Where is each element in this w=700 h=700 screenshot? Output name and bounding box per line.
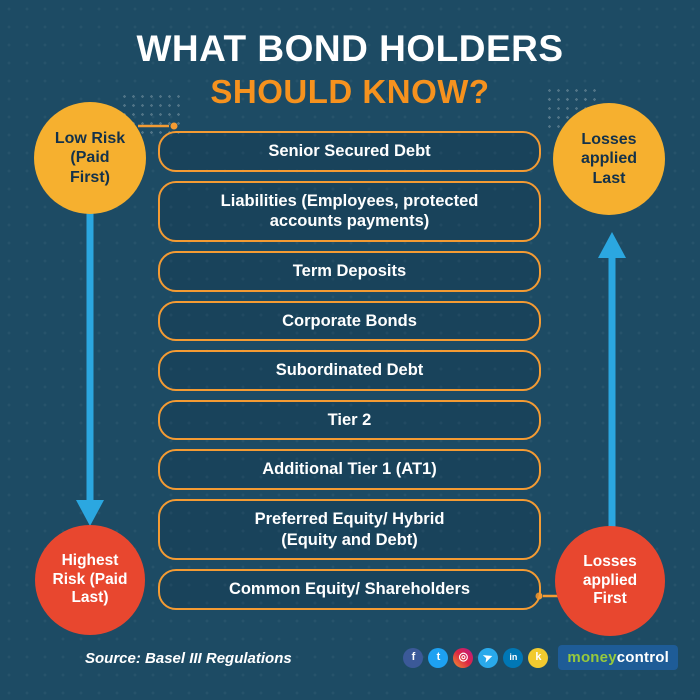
hierarchy-box: Preferred Equity/ Hybrid (Equity and Deb… (158, 499, 541, 561)
hierarchy-box: Common Equity/ Shareholders (158, 569, 541, 610)
telegram-icon[interactable]: ➤ (475, 644, 502, 671)
hierarchy-box: Senior Secured Debt (158, 131, 541, 172)
hierarchy-box: Corporate Bonds (158, 300, 541, 342)
twitter-icon[interactable]: t (428, 647, 449, 668)
hierarchy-box: Term Deposits (158, 250, 541, 292)
highest-risk-circle: Highest Risk (Paid Last) (35, 525, 145, 635)
page-title: WHAT BOND HOLDERS SHOULD KNOW? (0, 28, 700, 111)
instagram-icon[interactable]: ◎ (453, 647, 474, 668)
low-risk-circle: Low Risk (Paid First) (34, 102, 146, 214)
title-line-2: SHOULD KNOW? (210, 73, 490, 110)
hierarchy-box: Subordinated Debt (158, 350, 541, 391)
hierarchy-box: Tier 2 (158, 399, 541, 441)
connector-top-left (138, 122, 178, 130)
up-arrow (598, 232, 626, 533)
down-arrow (76, 212, 104, 526)
brand-money-text: money (567, 649, 617, 666)
title-line-1: WHAT BOND HOLDERS (136, 28, 564, 69)
facebook-icon[interactable]: f (403, 647, 424, 668)
hierarchy-box: Additional Tier 1 (AT1) (158, 449, 541, 490)
koo-icon[interactable]: k (528, 647, 549, 668)
brand-control-text: control (616, 649, 669, 666)
hierarchy-box: Liabilities (Employees, protected accoun… (158, 180, 541, 242)
source-text: Source: Basel III Regulations (85, 650, 292, 667)
losses-applied-last-circle: Losses applied Last (553, 103, 665, 215)
linkedin-icon[interactable]: in (503, 647, 524, 668)
losses-applied-first-circle: Losses applied First (555, 526, 665, 636)
